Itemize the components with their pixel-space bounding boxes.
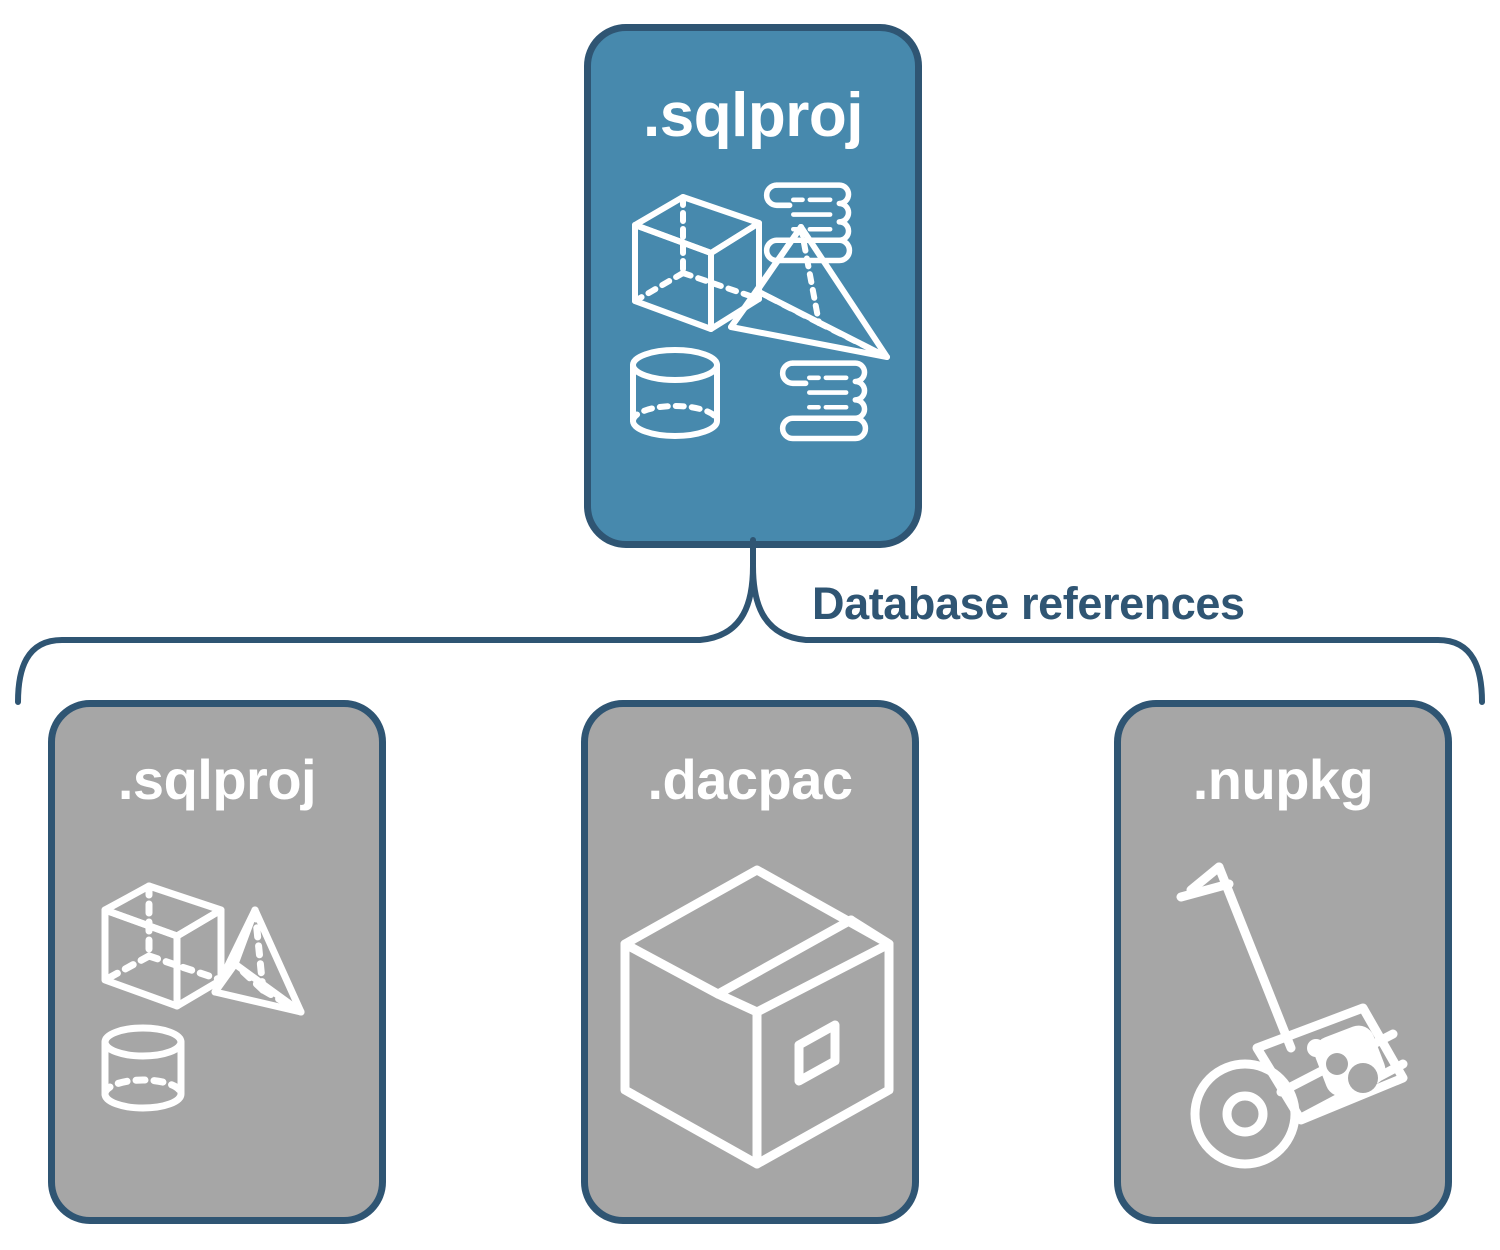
brace-left-arm [15,563,756,705]
dacpac-icon-group [608,852,906,1182]
pyramid-wireframe-icon [211,906,305,1016]
cube-wireframe-icon [101,882,225,1010]
node-child-nupkg-label: .nupkg [1192,748,1374,811]
node-child-sqlproj[interactable]: .sqlproj [48,700,386,1224]
database-references-brace [0,537,1500,705]
node-root-label: .sqlproj [643,81,863,150]
node-child-dacpac-label: .dacpac [647,748,853,811]
cube-wireframe-icon [632,194,762,332]
cylinder-wireframe-icon [630,347,720,439]
node-child-dacpac[interactable]: .dacpac [581,700,919,1224]
brace-label: Database references [812,578,1245,629]
node-child-nupkg[interactable]: .nupkg [1114,700,1452,1224]
scroll-icon [779,360,869,442]
hand-truck-package-icon [1176,862,1408,1169]
root-icon-group [619,171,897,451]
cylinder-wireframe-icon [101,1024,185,1112]
pyramid-wireframe-icon [728,224,890,360]
sqlproj-icon-group [75,852,373,1182]
nupkg-icon-group [1141,852,1439,1182]
cardboard-box-icon [620,865,894,1169]
scroll-icon [763,182,853,264]
node-root-sqlproj[interactable]: .sqlproj [584,24,922,548]
node-child-sqlproj-label: .sqlproj [117,748,317,811]
